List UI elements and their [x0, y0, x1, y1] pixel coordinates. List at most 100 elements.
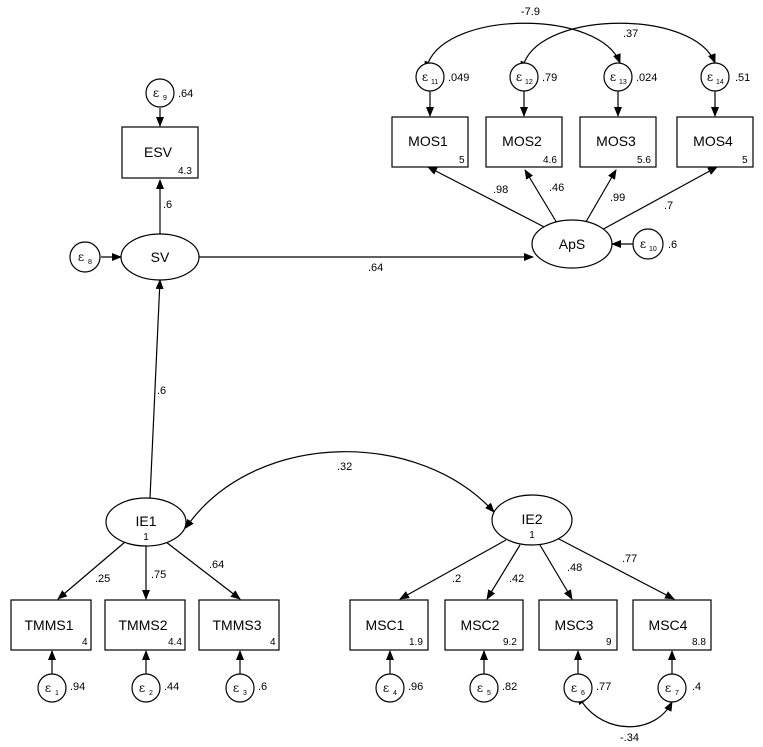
observed-tmms3: TMMS3 4 — [198, 599, 280, 651]
observed-esv: ESV 4.3 — [121, 126, 199, 179]
e7-variance: .4 — [692, 681, 701, 693]
latent-sv-label: SV — [151, 249, 170, 265]
coef-sv-esv: .6 — [163, 199, 172, 211]
path-aps-mos3 — [582, 169, 617, 228]
error-e11: ε 11 .049 — [415, 62, 469, 92]
e1-sub: 1 — [55, 690, 59, 697]
msc2-intercept: 9.2 — [503, 637, 517, 648]
e14-variance: .51 — [735, 72, 750, 84]
tmms3-label: TMMS3 — [213, 617, 262, 633]
path-ie2-msc3 — [539, 544, 573, 600]
latent-sv: SV — [120, 233, 200, 281]
observed-mos2: MOS2 4.6 — [485, 116, 563, 168]
error-e2: ε 2 .44 — [131, 673, 179, 703]
e3-sub: 3 — [243, 690, 247, 697]
coef-ie2-msc1: .2 — [452, 573, 461, 585]
coef-ie2-msc4: .77 — [622, 553, 637, 565]
e2-variance: .44 — [164, 681, 179, 693]
latent-ie1-sub: 1 — [143, 532, 149, 543]
path-aps-mos4 — [597, 166, 718, 233]
e9-variance: .64 — [178, 88, 193, 100]
e9-symbol: ε — [153, 86, 159, 100]
msc2-label: MSC2 — [461, 617, 500, 633]
msc4-intercept: 8.8 — [692, 637, 706, 648]
e11-variance: .049 — [448, 72, 469, 84]
latent-aps-label: ApS — [559, 236, 585, 252]
e4-sub: 4 — [393, 690, 397, 697]
esv-label: ESV — [144, 144, 173, 160]
e2-symbol: ε — [139, 681, 145, 695]
observed-mos3: MOS3 5.6 — [579, 116, 657, 168]
path-ie2-msc1 — [399, 539, 507, 600]
error-e14: ε 14 .51 — [700, 62, 750, 92]
coef-aps-mos3: .99 — [610, 192, 625, 204]
e12-sub: 12 — [525, 79, 533, 86]
latent-ie1-label: IE1 — [135, 513, 156, 529]
error-e3: ε 3 .6 — [225, 673, 267, 703]
coef-sv-aps: .64 — [368, 262, 383, 274]
error-e1: ε 1 .94 — [37, 673, 85, 703]
e2-sub: 2 — [149, 690, 153, 697]
e13-variance: .024 — [636, 72, 657, 84]
observed-msc3: MSC3 9 — [538, 599, 618, 651]
e8-sub: 8 — [88, 259, 92, 266]
mos3-intercept: 5.6 — [637, 155, 651, 166]
e6-sub: 6 — [581, 690, 585, 697]
e5-variance: .82 — [502, 681, 517, 693]
e14-sub: 14 — [716, 79, 724, 86]
latent-ie2-label: IE2 — [521, 511, 542, 527]
error-e9: ε 9 .64 — [145, 78, 193, 108]
tmms3-intercept: 4 — [270, 637, 276, 648]
latent-ie2: IE2 1 — [491, 494, 573, 546]
e4-symbol: ε — [383, 681, 389, 695]
coef-cov-e12-e14: .37 — [623, 28, 638, 40]
error-e13: ε 13 .024 — [603, 62, 657, 92]
path-ie2-msc4 — [556, 537, 675, 600]
e6-variance: .77 — [596, 681, 611, 693]
tmms2-intercept: 4.4 — [168, 637, 182, 648]
error-e8: ε 8 — [69, 241, 101, 273]
e10-sub: 10 — [649, 246, 657, 253]
e3-variance: .6 — [258, 681, 267, 693]
coef-ie1-tmms1: .25 — [95, 573, 110, 585]
e13-symbol: ε — [610, 70, 616, 84]
path-aps-mos2 — [524, 169, 561, 229]
e12-variance: .79 — [542, 72, 557, 84]
latent-aps: ApS — [531, 219, 613, 269]
cov-e11-e13 — [424, 22, 621, 72]
e8-symbol: ε — [78, 250, 84, 264]
observed-tmms1: TMMS1 4 — [10, 599, 92, 651]
mos4-label: MOS4 — [693, 133, 733, 149]
path-ie1-sv — [149, 279, 164, 499]
e5-symbol: ε — [477, 681, 483, 695]
mos4-intercept: 5 — [742, 155, 748, 166]
e10-symbol: ε — [640, 237, 646, 251]
e7-symbol: ε — [665, 681, 671, 695]
coef-cov-e6-e7: -.34 — [620, 732, 639, 744]
error-e5: ε 5 .82 — [469, 673, 517, 703]
error-e6: ε 6 .77 — [563, 673, 611, 703]
mos2-label: MOS2 — [502, 133, 542, 149]
tmms1-label: TMMS1 — [25, 617, 74, 633]
e11-symbol: ε — [422, 70, 428, 84]
coef-ie1-sv: .6 — [157, 385, 166, 397]
observed-msc1: MSC1 1.9 — [349, 599, 429, 651]
mos1-intercept: 5 — [459, 155, 465, 166]
e1-variance: .94 — [70, 681, 85, 693]
path-ie2-msc2 — [486, 544, 521, 600]
coef-aps-mos1: .98 — [493, 184, 508, 196]
cov-ie1-ie2 — [184, 451, 495, 530]
coef-cov-ie1-ie2: .32 — [337, 461, 352, 473]
e3-symbol: ε — [233, 681, 239, 695]
coef-cov-e11-e13: -7.9 — [521, 6, 540, 18]
observed-msc2: MSC2 9.2 — [444, 599, 524, 651]
e6-symbol: ε — [571, 681, 577, 695]
observed-mos1: MOS1 5 — [391, 116, 469, 168]
e5-sub: 5 — [487, 690, 491, 697]
mos3-label: MOS3 — [596, 133, 636, 149]
e14-symbol: ε — [707, 70, 713, 84]
error-e7: ε 7 .4 — [657, 673, 701, 703]
tmms1-intercept: 4 — [82, 637, 88, 648]
